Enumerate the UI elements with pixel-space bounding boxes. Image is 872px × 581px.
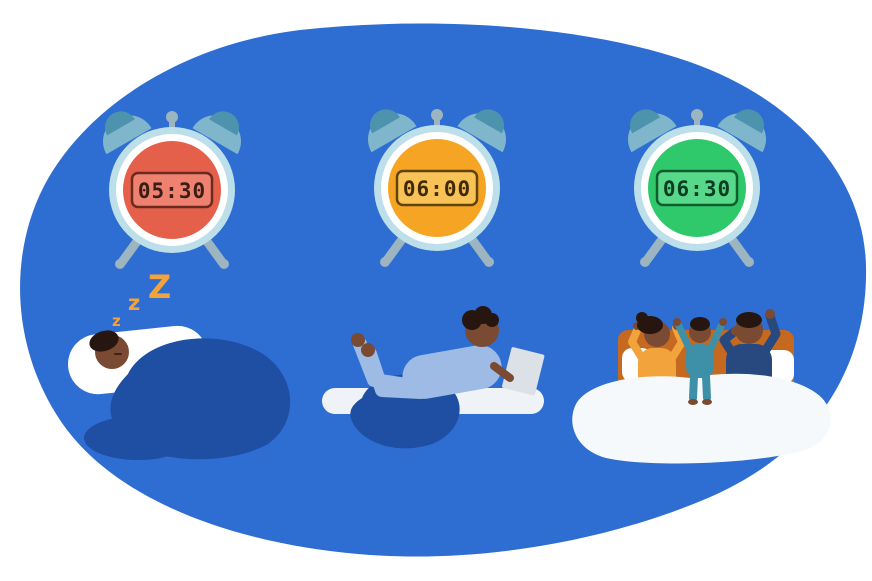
child-right-arm <box>706 320 726 354</box>
bell-cap <box>474 109 504 134</box>
clock-left-bell-icon <box>368 109 417 153</box>
child-foot <box>702 399 712 405</box>
clock-time: 06:00 <box>403 177 471 201</box>
bell-cap <box>370 109 400 134</box>
clock-left-foot <box>380 257 390 267</box>
bell-cap <box>105 111 135 136</box>
man-hand <box>765 309 775 319</box>
clock-left-leg <box>117 235 143 267</box>
foot-back <box>351 333 365 347</box>
sleeping-blanket-edge <box>84 416 192 460</box>
background-blob <box>20 23 867 557</box>
man-hair <box>736 312 762 328</box>
clock-top-knob <box>431 109 443 121</box>
alarm-clock-0600: 06:00 <box>368 109 506 267</box>
bell-cap <box>734 109 764 134</box>
clock-top-knob <box>166 111 178 123</box>
alarm-clock-0630: 06:30 <box>628 109 766 267</box>
clock-right-bell-icon <box>717 109 766 153</box>
reading-paper <box>502 347 545 396</box>
sleep-z-medium: z <box>128 291 140 315</box>
clock-top-knob <box>691 109 703 121</box>
scene-person-reading <box>322 306 545 449</box>
clock-left-leg <box>642 233 668 265</box>
clock-right-foot <box>484 257 494 267</box>
child-hand <box>673 318 681 326</box>
scene-family-waking <box>572 309 831 464</box>
bell-cap <box>630 109 660 134</box>
child-hand <box>719 318 727 326</box>
clock-display <box>655 169 739 207</box>
clock-left-bell-icon <box>103 111 152 155</box>
clock-right-foot <box>219 259 229 269</box>
child-torso <box>686 344 714 378</box>
woman-left-arm <box>628 324 646 362</box>
clock-display <box>395 169 479 207</box>
child-hair <box>690 317 710 331</box>
clock-right-bell-icon <box>192 111 241 155</box>
sleep-z-large: Z <box>148 268 171 306</box>
woman-hair-bun <box>636 312 648 324</box>
clock-right-leg <box>726 233 752 265</box>
forearm <box>490 362 514 382</box>
child-left-arm <box>674 320 694 354</box>
clock-left-bell-icon <box>628 109 677 153</box>
reading-hair <box>485 313 499 327</box>
bent-leg-front <box>363 347 427 399</box>
child-foot <box>688 399 698 405</box>
bed-blanket <box>572 373 831 464</box>
clock-left-foot <box>640 257 650 267</box>
clock-right-leg <box>466 233 492 265</box>
clock-right-leg <box>201 235 227 267</box>
foot-front <box>361 343 375 357</box>
clock-time: 05:30 <box>138 179 206 203</box>
clock-right-foot <box>744 257 754 267</box>
woman-right-arm <box>668 324 686 362</box>
clock-left-foot <box>115 259 125 269</box>
alarm-clock-0530: 05:30 <box>103 111 241 269</box>
clock-right-bell-icon <box>457 109 506 153</box>
sleeping-hair <box>89 330 119 352</box>
scene-person-sleeping: z z Z <box>68 268 291 460</box>
child-right-leg <box>702 372 711 402</box>
clock-time: 06:30 <box>663 177 731 201</box>
child-left-leg <box>689 372 698 402</box>
paper-shape <box>502 347 545 396</box>
sleep-z-small: z <box>112 312 121 330</box>
clock-display <box>130 171 214 209</box>
clock-left-leg <box>382 233 408 265</box>
bell-cap <box>209 111 239 136</box>
